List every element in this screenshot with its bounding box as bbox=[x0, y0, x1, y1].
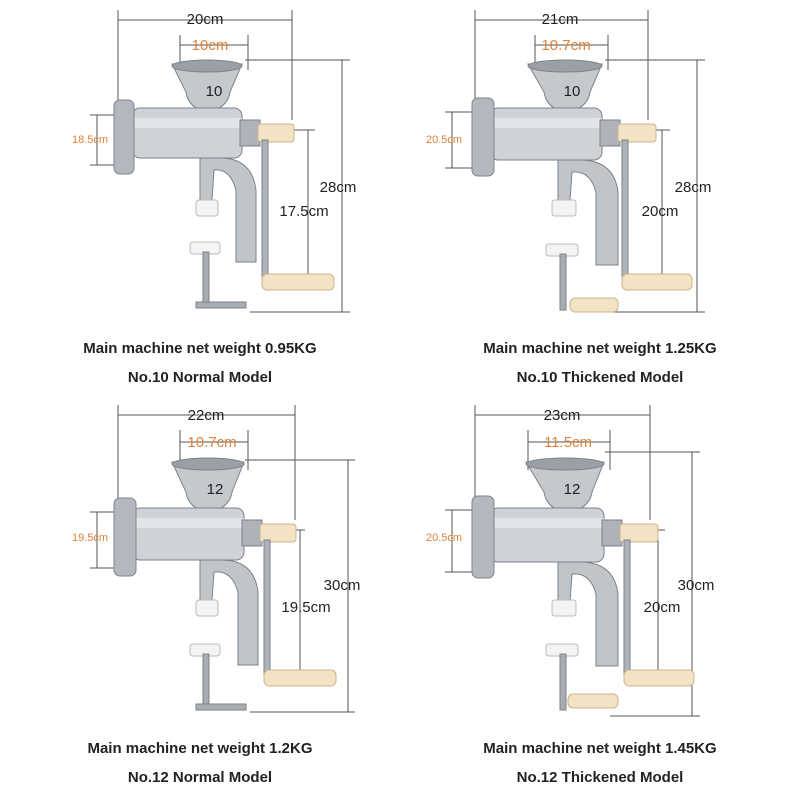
net-weight-caption: Main machine net weight 1.2KG bbox=[87, 740, 313, 757]
hopper-width-label: 10.7cm bbox=[541, 37, 590, 54]
meat-grinder-diagram: 23cm 11.5cm 20.5cm 30cm 20cm 12 bbox=[426, 405, 715, 717]
height-label: 28cm bbox=[320, 179, 357, 196]
meat-grinder-diagram: 20cm 10cm 18.5cm 28cm 17.5cm 10 bbox=[72, 10, 357, 313]
model-card: 21cm 10.7cm 20.5cm 28cm 20cm 10 Main mac… bbox=[400, 0, 800, 400]
net-weight-caption: Main machine net weight 1.25KG bbox=[483, 340, 717, 357]
hopper-width-label: 11.5cm bbox=[544, 434, 592, 451]
crank-length-label: 17.5cm bbox=[279, 203, 328, 220]
width-label: 22cm bbox=[188, 407, 225, 424]
tube-diameter-label: 18.5cm bbox=[72, 134, 108, 146]
tube-diameter-label: 20.5cm bbox=[426, 134, 462, 146]
meat-grinder-diagram: 22cm 10.7cm 19.5cm 30cm 19.5cm 12 bbox=[72, 405, 361, 713]
hopper-size-mark: 10 bbox=[206, 83, 223, 100]
dimension-lines bbox=[445, 405, 700, 717]
grinder-body bbox=[113, 457, 337, 711]
model-card: 20cm 10cm 18.5cm 28cm 17.5cm 10 Main mac… bbox=[0, 0, 400, 400]
tube-diameter-label: 20.5cm bbox=[426, 532, 462, 544]
crank-length-label: 20cm bbox=[642, 203, 679, 220]
height-label: 30cm bbox=[678, 577, 715, 594]
grinder-body bbox=[471, 457, 695, 711]
crank-length-label: 19.5cm bbox=[281, 599, 330, 616]
model-card: 22cm 10.7cm 19.5cm 30cm 19.5cm 12 Main m… bbox=[0, 400, 400, 800]
model-name-caption: No.12 Normal Model bbox=[127, 769, 273, 786]
dimension-lines bbox=[90, 405, 355, 713]
hopper-width-label: 10.7cm bbox=[187, 434, 236, 451]
tube-diameter-label: 19.5cm bbox=[72, 532, 108, 544]
net-weight-caption: Main machine net weight 0.95KG bbox=[83, 340, 317, 357]
height-label: 30cm bbox=[324, 577, 361, 594]
model-name-caption: No.12 Thickened Model bbox=[516, 769, 684, 786]
grinder-body bbox=[113, 59, 335, 309]
width-label: 21cm bbox=[542, 11, 579, 28]
hopper-size-mark: 10 bbox=[564, 83, 581, 100]
model-name-caption: No.10 Normal Model bbox=[127, 369, 273, 386]
model-name-caption: No.10 Thickened Model bbox=[516, 369, 684, 386]
hopper-size-mark: 12 bbox=[207, 481, 224, 498]
model-card: 23cm 11.5cm 20.5cm 30cm 20cm 12 Main mac… bbox=[400, 400, 800, 800]
grinder-body bbox=[471, 59, 693, 313]
width-label: 20cm bbox=[187, 11, 224, 28]
crank-length-label: 20cm bbox=[644, 599, 681, 616]
width-label: 23cm bbox=[544, 407, 581, 424]
hopper-size-mark: 12 bbox=[564, 481, 581, 498]
hopper-width-label: 10cm bbox=[192, 37, 229, 54]
height-label: 28cm bbox=[675, 179, 712, 196]
net-weight-caption: Main machine net weight 1.45KG bbox=[483, 740, 717, 757]
meat-grinder-diagram: 21cm 10.7cm 20.5cm 28cm 20cm 10 bbox=[426, 10, 712, 313]
